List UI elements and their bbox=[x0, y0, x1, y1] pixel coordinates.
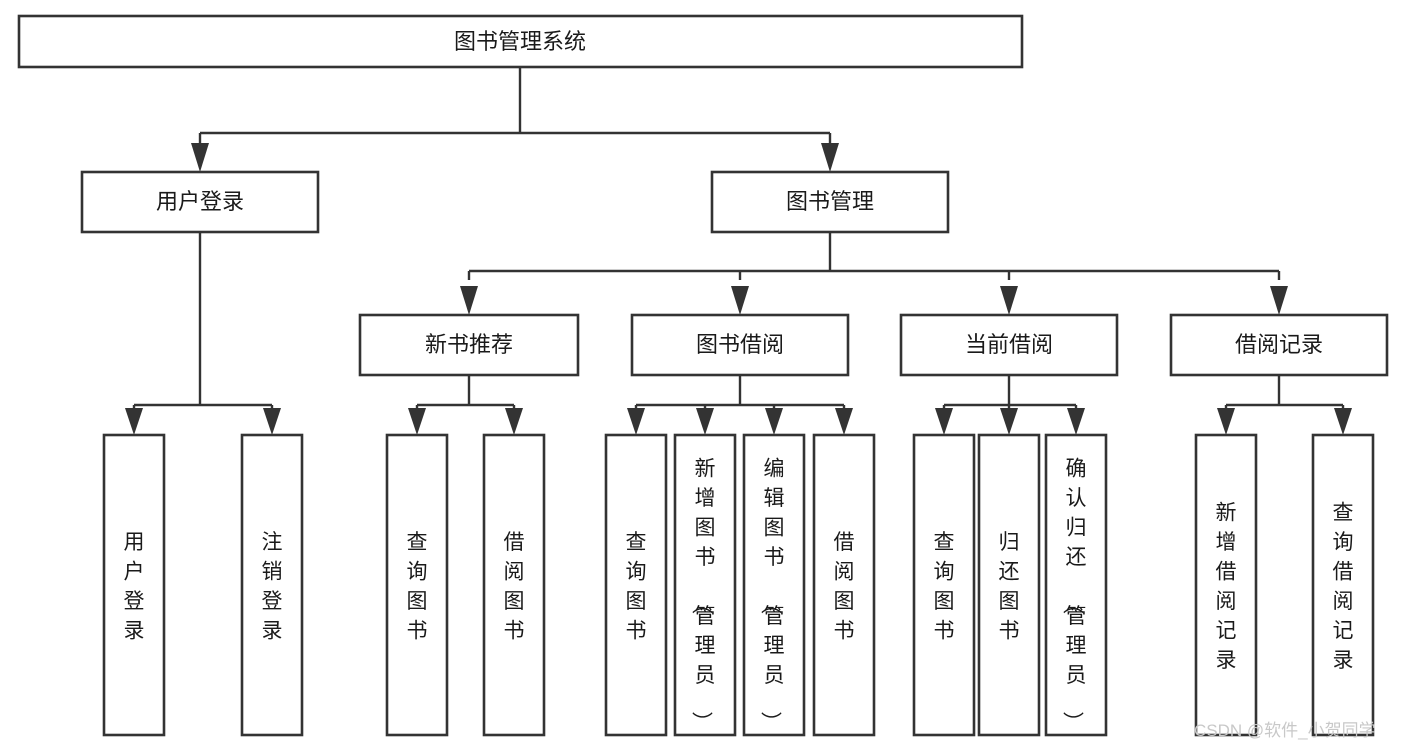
node-leaf-return-book[interactable]: 归还图书 bbox=[977, 433, 1041, 737]
current-borrow-label: 当前借阅 bbox=[965, 332, 1053, 357]
leaf-user-login-box[interactable] bbox=[102, 433, 166, 737]
node-leaf-query-book-1[interactable]: 查询图书 bbox=[385, 433, 449, 737]
node-leaf-query-record[interactable]: 查询借阅记录 bbox=[1311, 433, 1375, 737]
arrow-head-user-login bbox=[191, 143, 209, 172]
arrow-head-leaf-borrow-book-1 bbox=[505, 408, 523, 435]
arrow-head-leaf-borrow-book-2 bbox=[835, 408, 853, 435]
book-borrow-box[interactable] bbox=[630, 313, 850, 377]
arrow-head-leaf-query-book-3 bbox=[935, 408, 953, 435]
node-leaf-borrow-book-1[interactable]: 借阅图书 bbox=[482, 433, 546, 737]
node-leaf-confirm-return[interactable]: 确认归还（管理员） bbox=[1044, 433, 1108, 737]
leaf-query-book-2-label: 查询图书 bbox=[626, 531, 647, 643]
borrow-record-label: 借阅记录 bbox=[1235, 332, 1323, 357]
leaf-borrow-book-2-label: 借阅图书 bbox=[834, 531, 855, 643]
arrow-head-borrow-record bbox=[1270, 286, 1288, 315]
node-new-book-recommend[interactable]: 新书推荐 bbox=[358, 313, 580, 377]
node-leaf-borrow-book-2[interactable]: 借阅图书 bbox=[812, 433, 876, 737]
arrow-head-leaf-add-record bbox=[1217, 408, 1235, 435]
book-borrow-label: 图书借阅 bbox=[696, 332, 784, 357]
node-leaf-query-book-3[interactable]: 查询图书 bbox=[912, 433, 976, 737]
leaf-query-book-3-box[interactable] bbox=[912, 433, 976, 737]
leaf-user-login-label: 用户登录 bbox=[124, 531, 145, 643]
leaf-query-book-1-label: 查询图书 bbox=[407, 531, 428, 643]
node-root[interactable]: 图书管理系统 bbox=[17, 14, 1024, 69]
arrow-head-leaf-query-record bbox=[1334, 408, 1352, 435]
arrow-head-new-book-recommend bbox=[460, 286, 478, 315]
arrow-head-leaf-query-book-1 bbox=[408, 408, 426, 435]
root-label: 图书管理系统 bbox=[454, 29, 586, 54]
leaf-borrow-book-1-label: 借阅图书 bbox=[504, 531, 525, 643]
leaf-query-book-2-box[interactable] bbox=[604, 433, 668, 737]
node-leaf-add-record[interactable]: 新增借阅记录 bbox=[1194, 433, 1258, 737]
leaf-query-book-1-box[interactable] bbox=[385, 433, 449, 737]
node-book-borrow[interactable]: 图书借阅 bbox=[630, 313, 850, 377]
leaf-confirm-return-box[interactable] bbox=[1044, 433, 1108, 737]
leaf-edit-book-box[interactable] bbox=[742, 433, 806, 737]
node-leaf-user-login[interactable]: 用户登录 bbox=[102, 433, 166, 737]
leaf-add-record-box[interactable] bbox=[1194, 433, 1258, 737]
node-book-management[interactable]: 图书管理 bbox=[710, 170, 950, 234]
connector-layer bbox=[125, 67, 1352, 435]
book-management-box[interactable] bbox=[710, 170, 950, 234]
leaf-query-book-3-label: 查询图书 bbox=[934, 531, 955, 643]
arrow-head-leaf-confirm-return bbox=[1067, 408, 1085, 435]
arrow-head-leaf-edit-book bbox=[765, 408, 783, 435]
new-book-recommend-box[interactable] bbox=[358, 313, 580, 377]
arrow-head-leaf-add-book bbox=[696, 408, 714, 435]
leaf-add-book-label: 新增图书（管理员） bbox=[690, 457, 716, 732]
leaf-borrow-book-1-box[interactable] bbox=[482, 433, 546, 737]
node-leaf-logout-login[interactable]: 注销登录 bbox=[240, 433, 304, 737]
current-borrow-box[interactable] bbox=[899, 313, 1119, 377]
arrow-head-leaf-logout-login bbox=[263, 408, 281, 435]
node-user-login[interactable]: 用户登录 bbox=[80, 170, 320, 234]
arrow-head-book-management bbox=[821, 143, 839, 172]
leaf-query-record-box[interactable] bbox=[1311, 433, 1375, 737]
leaf-add-record-label: 新增借阅记录 bbox=[1216, 502, 1237, 673]
node-leaf-add-book[interactable]: 新增图书（管理员） bbox=[673, 433, 737, 737]
leaf-confirm-return-label: 确认归还（管理员） bbox=[1061, 457, 1087, 732]
watermark-label: CSDN @软件_小贺同学 bbox=[1194, 721, 1376, 740]
arrow-head-book-borrow bbox=[731, 286, 749, 315]
node-leaf-edit-book[interactable]: 编辑图书（管理员） bbox=[742, 433, 806, 737]
node-current-borrow[interactable]: 当前借阅 bbox=[899, 313, 1119, 377]
leaf-add-book-box[interactable] bbox=[673, 433, 737, 737]
book-management-label: 图书管理 bbox=[786, 189, 874, 214]
root-box[interactable] bbox=[17, 14, 1024, 69]
arrow-head-leaf-return-book bbox=[1000, 408, 1018, 435]
leaf-query-record-label: 查询借阅记录 bbox=[1333, 502, 1354, 673]
arrow-head-leaf-user-login bbox=[125, 408, 143, 435]
new-book-recommend-label: 新书推荐 bbox=[425, 332, 513, 357]
node-leaf-query-book-2[interactable]: 查询图书 bbox=[604, 433, 668, 737]
leaf-edit-book-label: 编辑图书（管理员） bbox=[759, 457, 785, 732]
node-borrow-record[interactable]: 借阅记录 bbox=[1169, 313, 1389, 377]
leaf-logout-login-box[interactable] bbox=[240, 433, 304, 737]
leaf-return-book-label: 归还图书 bbox=[999, 531, 1020, 643]
user-login-box[interactable] bbox=[80, 170, 320, 234]
arrow-head-leaf-query-book-2 bbox=[627, 408, 645, 435]
leaf-borrow-book-2-box[interactable] bbox=[812, 433, 876, 737]
leaf-return-book-box[interactable] bbox=[977, 433, 1041, 737]
arrow-head-current-borrow bbox=[1000, 286, 1018, 315]
user-login-label: 用户登录 bbox=[156, 189, 244, 214]
leaf-logout-login-label: 注销登录 bbox=[262, 531, 283, 643]
borrow-record-box[interactable] bbox=[1169, 313, 1389, 377]
